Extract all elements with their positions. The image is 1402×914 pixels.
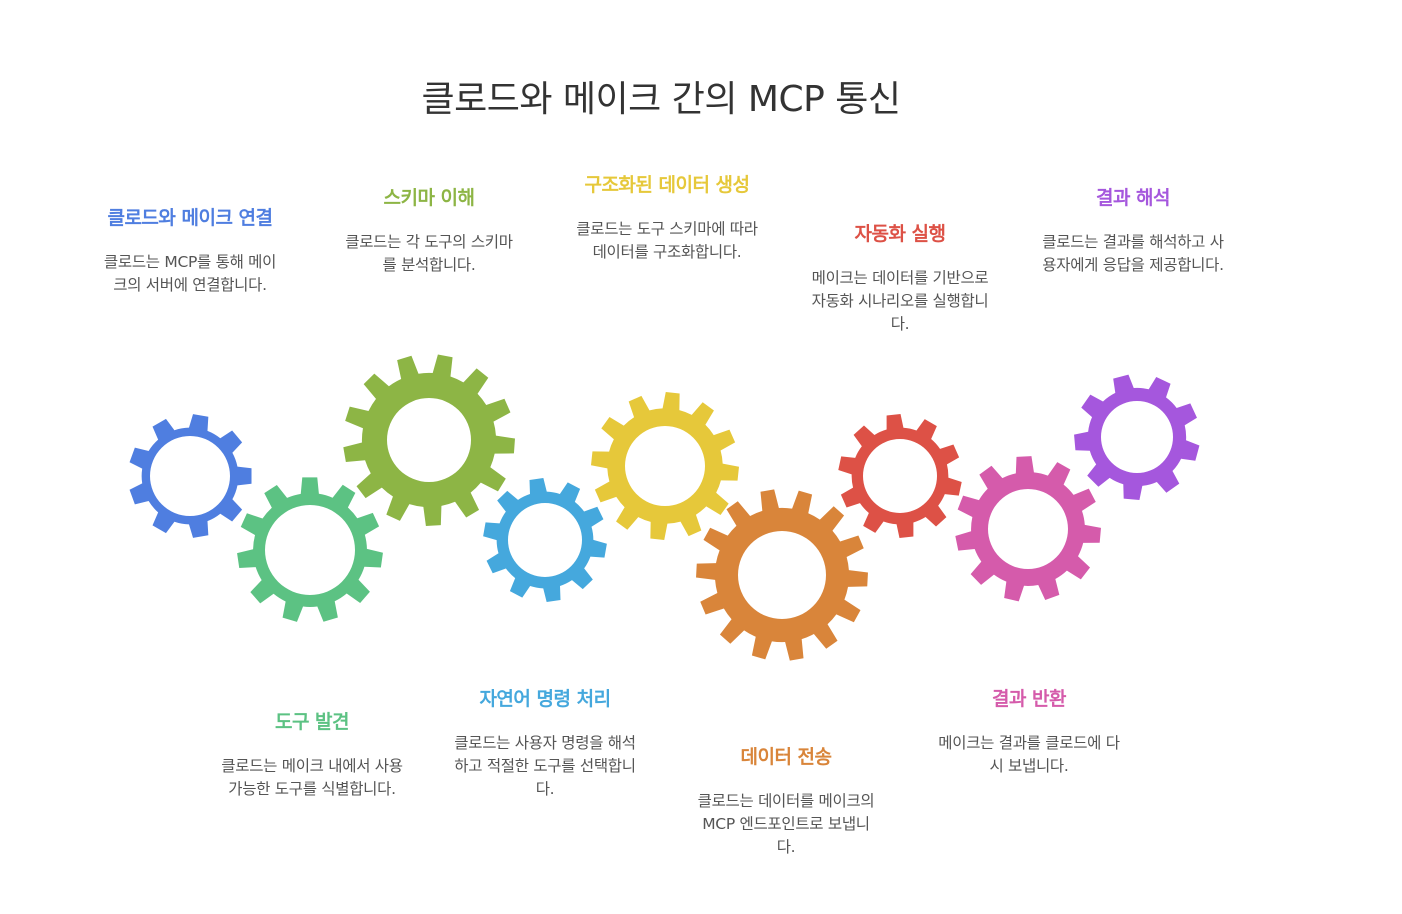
gear-icon-step-3 xyxy=(343,354,515,526)
step-7-title: 자동화 실행 xyxy=(854,223,946,245)
gear-shape-6 xyxy=(696,489,868,661)
diagram-title: 클로드와 메이크 간의 MCP 통신 xyxy=(421,79,902,120)
gear-icon-step-7 xyxy=(838,414,962,538)
gear-shape-8 xyxy=(955,456,1101,602)
step-2-desc: 클로드는 메이크 내에서 사용 가능한 도구를 식별합니다. xyxy=(221,757,403,798)
step-8-block: 결과 반환 메이크는 결과를 클로드에 다시 보냅니다. xyxy=(934,686,1124,778)
step-1-block: 클로드와 메이크 연결 클로드는 MCP를 통해 메이크의 서버에 연결합니다. xyxy=(97,205,283,297)
step-5-title: 구조화된 데이터 생성 xyxy=(584,174,750,196)
step-7-block: 자동화 실행 메이크는 데이터를 기반으로 자동화 시나리오를 실행합니다. xyxy=(806,221,994,336)
step-3-block: 스키마 이해 클로드는 각 도구의 스키마를 분석합니다. xyxy=(340,185,518,277)
step-5-block: 구조화된 데이터 생성 클로드는 도구 스키마에 따라 데이터를 구조화합니다. xyxy=(575,172,759,264)
gear-shape-9 xyxy=(1074,374,1200,500)
step-8-title: 결과 반환 xyxy=(991,688,1067,710)
gear-shape-5 xyxy=(591,392,739,540)
step-3-desc: 클로드는 각 도구의 스키마를 분석합니다. xyxy=(345,233,513,274)
step-5-desc: 클로드는 도구 스키마에 따라 데이터를 구조화합니다. xyxy=(576,220,758,261)
gear-icon-step-9 xyxy=(1074,374,1200,500)
gear-icon-step-1 xyxy=(129,414,252,538)
step-4-desc: 클로드는 사용자 명령을 해석하고 적절한 도구를 선택합니다. xyxy=(454,734,636,798)
step-7-desc: 메이크는 데이터를 기반으로 자동화 시나리오를 실행합니다. xyxy=(811,269,989,333)
gear-icon-step-6 xyxy=(696,489,868,661)
gear-shape-4 xyxy=(483,478,607,602)
gear-shape-7 xyxy=(838,414,962,538)
gear-icon-step-8 xyxy=(955,456,1101,602)
step-9-desc: 클로드는 결과를 해석하고 사용자에게 응답을 제공합니다. xyxy=(1042,233,1224,274)
step-6-block: 데이터 전송 클로드는 데이터를 메이크의 MCP 엔드포인트로 보냅니다. xyxy=(694,744,878,859)
gear-icon-step-5 xyxy=(591,392,739,540)
step-8-desc: 메이크는 결과를 클로드에 다시 보냅니다. xyxy=(938,734,1120,775)
step-2-block: 도구 발견 클로드는 메이크 내에서 사용 가능한 도구를 식별합니다. xyxy=(217,709,407,801)
step-3-title: 스키마 이해 xyxy=(383,187,475,209)
gear-icon-step-4 xyxy=(483,478,607,602)
step-1-desc: 클로드는 MCP를 통해 메이크의 서버에 연결합니다. xyxy=(103,253,277,294)
step-1-title: 클로드와 메이크 연결 xyxy=(107,207,273,229)
step-2-title: 도구 발견 xyxy=(274,711,350,733)
gear-shape-1 xyxy=(129,414,252,538)
step-9-title: 결과 해석 xyxy=(1095,187,1171,209)
step-6-title: 데이터 전송 xyxy=(740,746,832,768)
step-4-title: 자연어 명령 처리 xyxy=(479,688,611,710)
gear-icon-step-2 xyxy=(237,477,383,622)
step-6-desc: 클로드는 데이터를 메이크의 MCP 엔드포인트로 보냅니다. xyxy=(697,792,875,856)
gear-shape-2 xyxy=(237,477,383,622)
gear-shape-3 xyxy=(343,354,515,526)
step-4-block: 자연어 명령 처리 클로드는 사용자 명령을 해석하고 적절한 도구를 선택합니… xyxy=(450,686,640,801)
step-9-block: 결과 해석 클로드는 결과를 해석하고 사용자에게 응답을 제공합니다. xyxy=(1040,185,1226,277)
